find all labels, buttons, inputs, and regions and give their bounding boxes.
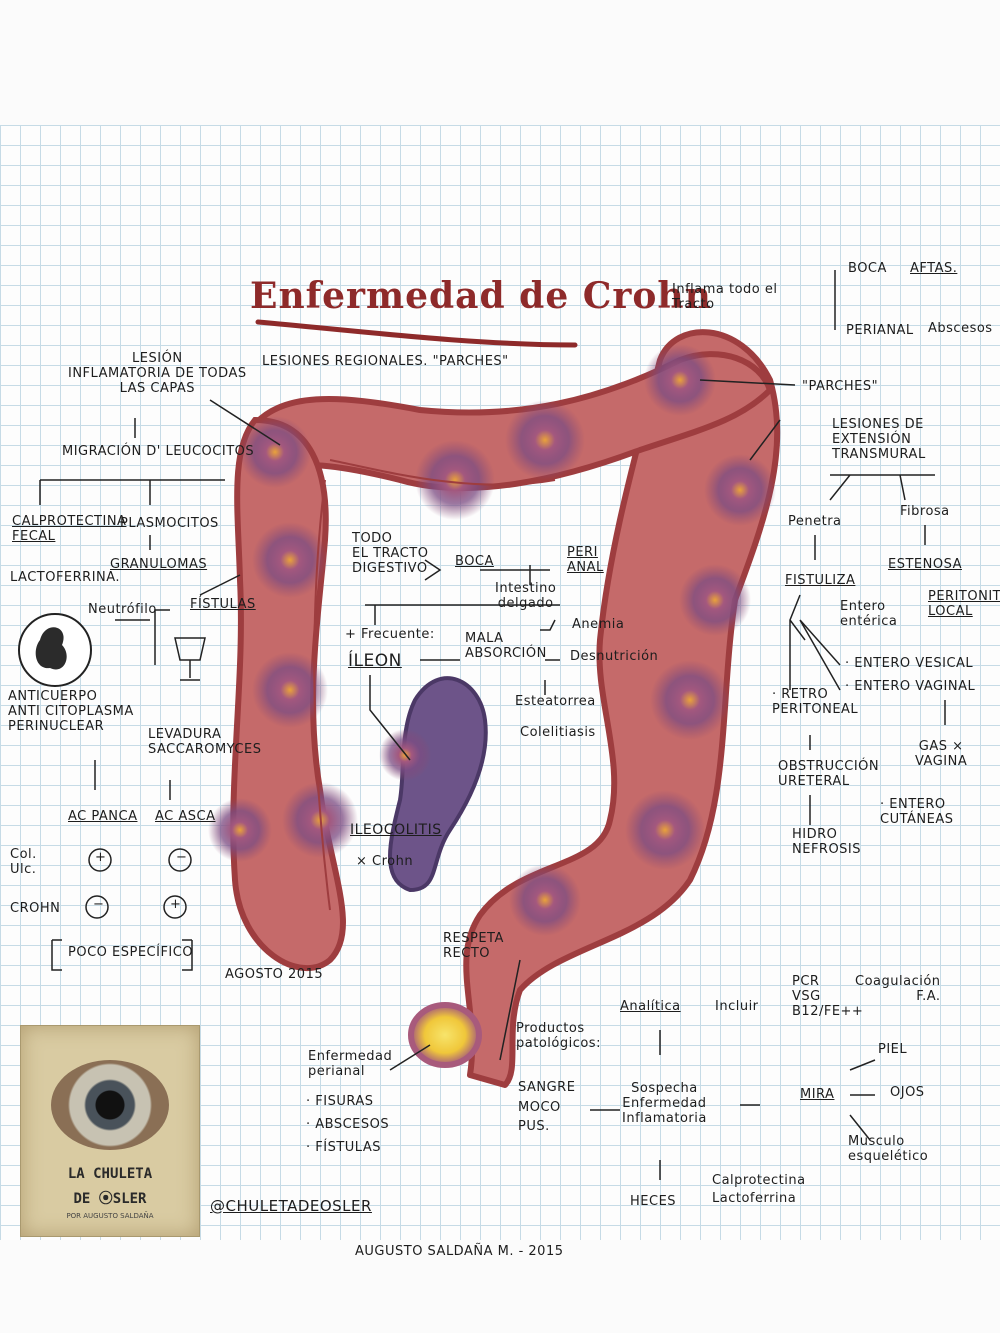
- estenosa-text: Estenosa: [888, 557, 962, 572]
- gas-text: Gas × vagina: [915, 739, 968, 769]
- piel-text: Piel: [878, 1042, 908, 1057]
- intestino-text: Intestino delgado: [495, 581, 557, 611]
- col-ulc-label: Col. Ulc.: [10, 847, 37, 877]
- entero-vaginal-text: · Entero vaginal: [845, 679, 976, 694]
- coagulacion-text: Coagulación F.A.: [855, 974, 941, 1004]
- abscesos-right-text: Abscesos: [928, 321, 993, 336]
- logo-line2: DE ⦿SLER: [73, 1191, 147, 1207]
- perianal-right-text: Perianal: [846, 323, 914, 338]
- fistuliza-text: Fistuliza: [785, 573, 856, 588]
- neutrophil-drawing: [18, 613, 92, 687]
- frecuente-text: + Frecuente:: [345, 627, 435, 642]
- boca-center-text: Boca: [455, 554, 494, 569]
- neutrofilo-text: Neutrófilo: [88, 602, 157, 617]
- esteatorrea-text: Esteatorrea: [515, 694, 596, 709]
- lesiones-ext-text: Lesiones de extensión transmural: [832, 417, 926, 462]
- ileocolitis-text: Ileocolitis: [350, 822, 442, 838]
- twitter-handle: @ChuletaDeOsler: [210, 1197, 372, 1215]
- fistulas-bottom-text: · Fístulas: [306, 1140, 381, 1155]
- migracion-text: Migración d' leucocitos: [62, 444, 255, 459]
- mira-text: Mira: [800, 1087, 835, 1102]
- aftas-text: Aftas.: [910, 261, 958, 276]
- crohn-label: Crohn: [10, 901, 61, 916]
- title-underline: [255, 319, 578, 348]
- fistulas-text: Fístulas: [190, 597, 256, 612]
- page-title: Enfermedad de Crohn: [250, 275, 712, 317]
- ojos-text: Ojos: [890, 1085, 925, 1100]
- asca-crohn-sign: +: [170, 897, 182, 912]
- lactoferrina-text: Lactoferrina.: [10, 570, 121, 585]
- abscesos-bottom-text: · Abscesos: [306, 1117, 390, 1132]
- penetra-text: Penetra: [788, 514, 842, 529]
- productos-text: Productos patológicos:: [516, 1021, 601, 1051]
- incluir-text: Incluir: [715, 999, 759, 1014]
- calpro-lacto-text: Calprotectina Lactoferrina: [712, 1173, 806, 1207]
- obstruccion-text: Obstrucción ureteral: [778, 759, 880, 789]
- mala-absorcion-text: Mala absorción: [465, 631, 547, 661]
- hidro-text: Hidro nefrosis: [792, 827, 862, 857]
- signature: Augusto Saldaña M. - 2015: [355, 1244, 564, 1259]
- plasmocitos-text: Plasmocitos: [120, 516, 219, 531]
- anticuerpo-text: Anticuerpo anti citoplasma perinuclear: [8, 689, 134, 734]
- parches-text: "Parches": [802, 379, 879, 394]
- respeta-recto-text: Respeta recto: [443, 931, 504, 961]
- logo-byline: POR AUGUSTO SALDAÑA: [66, 1212, 154, 1220]
- x-crohn-text: × Crohn: [356, 854, 414, 869]
- musculo-text: Musculo esquelético: [848, 1134, 929, 1164]
- heces-text: Heces: [630, 1194, 677, 1209]
- wine-glass-drawing: [174, 637, 206, 681]
- chuleta-de-osler-logo: LA CHULETA DE ⦿SLER POR AUGUSTO SALDAÑA: [20, 1025, 200, 1237]
- eye-icon: [51, 1060, 169, 1150]
- retro-text: · Retro peritoneal: [772, 687, 859, 717]
- sospecha-text: Sospecha Enfermedad Inflamatoria: [622, 1081, 707, 1126]
- logo-line1: LA CHULETA: [67, 1166, 153, 1182]
- levadura-text: Levadura Saccaromyces: [148, 727, 262, 757]
- entero-vesical-text: · Entero vesical: [845, 656, 974, 671]
- panca-crohn-sign: −: [93, 897, 105, 912]
- asca-colitis-sign: −: [176, 850, 188, 865]
- calprotectina-text: Calprotectina fecal: [12, 514, 127, 544]
- anemia-text: Anemia: [572, 617, 625, 632]
- fibrosa-text: Fibrosa: [900, 504, 950, 519]
- pcr-text: PCR VSG B12/Fe++: [792, 974, 864, 1019]
- anus-lesion: [408, 1002, 482, 1068]
- inflama-text: Inflama todo el Tracto: [672, 282, 778, 312]
- enf-perianal-text: Enfermedad perianal: [308, 1049, 393, 1079]
- peritonitis-text: Peritonitis local: [928, 589, 1000, 619]
- ac-panca-label: Ac pANCA: [68, 809, 138, 824]
- poco-especifico-text: Poco Específico: [68, 945, 194, 960]
- ileon-text: Íleon: [348, 651, 402, 671]
- desnutricion-text: Desnutrición: [570, 649, 659, 664]
- colelitiasis-text: Colelitiasis: [520, 725, 596, 740]
- lesion-text: Lesión inflamatoria de todas las capas: [68, 351, 247, 396]
- boca-right-text: Boca: [848, 261, 887, 276]
- agosto-text: Agosto 2015: [225, 967, 324, 982]
- fisuras-text: · Fisuras: [306, 1094, 374, 1109]
- sangre-text: Sangre moco pus.: [518, 1080, 576, 1134]
- sign-circles: [85, 848, 192, 919]
- subtitle: Lesiones regionales. "Parches": [262, 354, 509, 369]
- granulomas-text: Granulomas: [110, 557, 208, 572]
- entero-enterica-text: Entero entérica: [840, 599, 898, 629]
- panca-colitis-sign: +: [95, 850, 107, 865]
- ac-asca-label: Ac ASCA: [155, 809, 216, 824]
- perianal-center-text: Peri anal: [567, 545, 604, 575]
- todo-tracto-text: Todo el tracto digestivo: [352, 531, 429, 576]
- entero-cutaneas-text: · Entero cutáneas: [880, 797, 954, 827]
- analitica-text: Analítica: [620, 999, 681, 1014]
